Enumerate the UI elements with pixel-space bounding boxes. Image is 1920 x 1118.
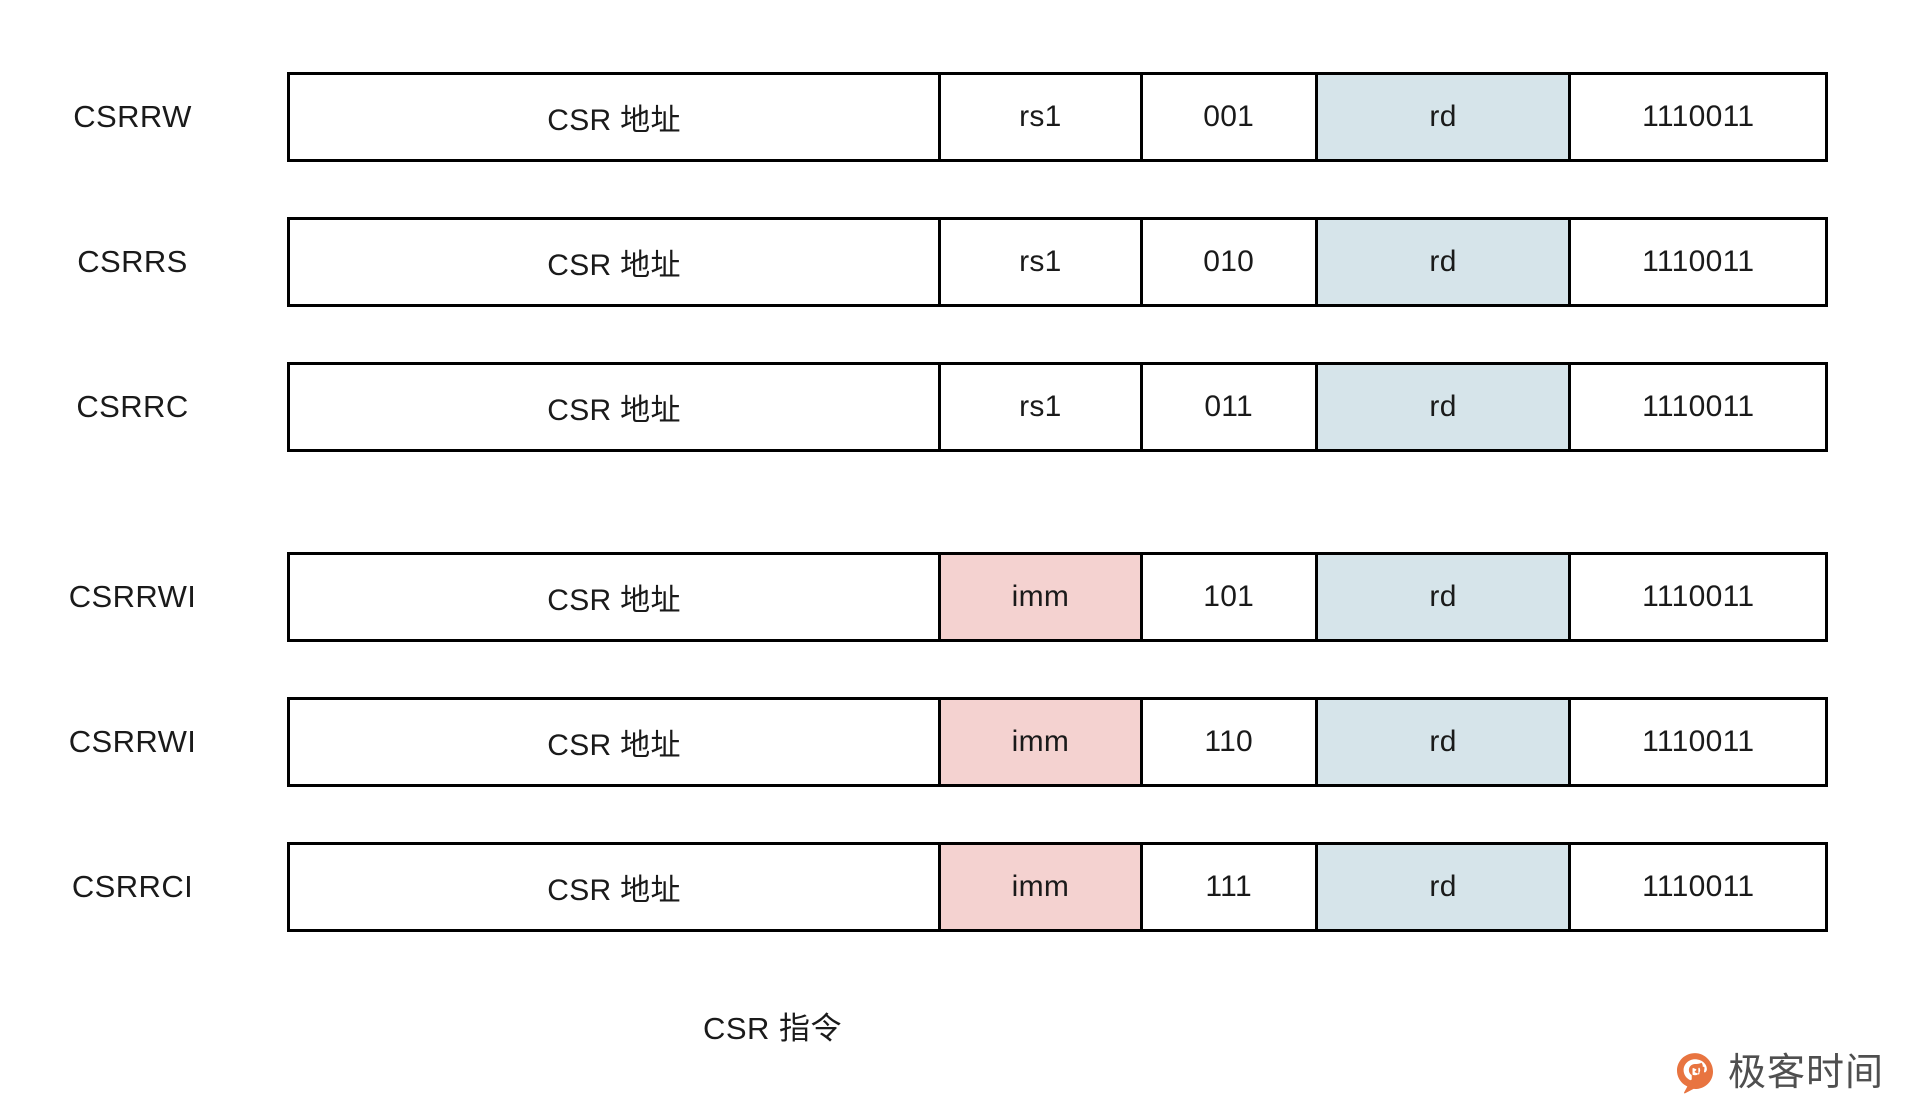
- field-funct3: 111: [1142, 845, 1318, 929]
- field-csr-address: CSR 地址: [290, 700, 942, 784]
- field-rd: rd: [1317, 365, 1572, 449]
- field-rd: rd: [1317, 75, 1572, 159]
- field-source-operand: imm: [941, 555, 1143, 639]
- field-funct3: 011: [1142, 365, 1318, 449]
- field-funct3: 110: [1142, 700, 1318, 784]
- field-source-operand: rs1: [941, 220, 1143, 304]
- field-funct3: 010: [1142, 220, 1318, 304]
- watermark-text: 极客时间: [1727, 1052, 1884, 1094]
- field-csr-address: CSR 地址: [290, 220, 942, 304]
- field-csr-address: CSR 地址: [290, 845, 942, 929]
- instruction-name-label: CSRRCI: [71, 869, 194, 904]
- field-source-operand: imm: [941, 700, 1143, 784]
- field-source-operand: rs1: [941, 365, 1143, 449]
- instruction-name-label: CSRRWI: [68, 724, 197, 759]
- geekbang-mark-icon: [1676, 1053, 1714, 1094]
- instruction-name-label: CSRRW: [73, 99, 192, 134]
- field-funct3: 101: [1142, 555, 1318, 639]
- field-rd: rd: [1317, 845, 1572, 929]
- watermark: 极客时间: [1672, 1050, 1884, 1096]
- instruction-name-label: CSRRWI: [68, 579, 197, 614]
- field-rd: rd: [1317, 220, 1572, 304]
- field-opcode: 1110011: [1571, 220, 1826, 304]
- field-opcode: 1110011: [1571, 75, 1826, 159]
- field-csr-address: CSR 地址: [290, 75, 942, 159]
- field-opcode: 1110011: [1571, 365, 1826, 449]
- figure-caption: CSR 指令: [702, 1011, 843, 1046]
- field-opcode: 1110011: [1571, 845, 1826, 929]
- instruction-name-label: CSRRS: [77, 244, 188, 279]
- field-source-operand: rs1: [941, 75, 1143, 159]
- field-rd: rd: [1317, 700, 1572, 784]
- field-funct3: 001: [1142, 75, 1318, 159]
- field-rd: rd: [1317, 555, 1572, 639]
- field-source-operand: imm: [941, 845, 1143, 929]
- field-csr-address: CSR 地址: [290, 365, 942, 449]
- field-opcode: 1110011: [1571, 700, 1826, 784]
- field-csr-address: CSR 地址: [290, 555, 942, 639]
- field-opcode: 1110011: [1571, 555, 1826, 639]
- instruction-name-label: CSRRC: [76, 389, 189, 424]
